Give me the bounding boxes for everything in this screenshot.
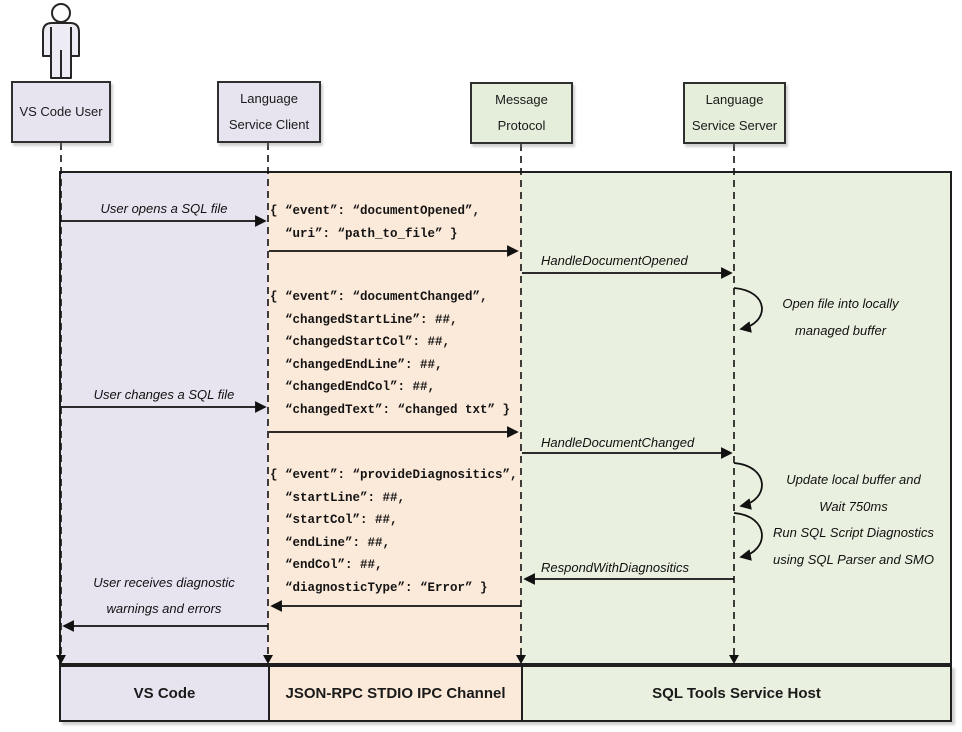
swimlanes <box>59 171 952 665</box>
participant-vscode-user: VS Code User <box>11 81 111 143</box>
system-box-label: JSON-RPC STDIO IPC Channel <box>285 685 506 702</box>
participant-label: Message <box>495 92 548 107</box>
lane-vscode <box>61 173 268 663</box>
participant-message-protocol: Message Protocol <box>470 82 573 144</box>
system-box-service-host: SQL Tools Service Host <box>521 667 950 720</box>
participant-label: Service Server <box>691 118 778 133</box>
participant-label: Protocol <box>497 118 546 133</box>
participant-label: Language <box>705 92 764 107</box>
message-label-handle-document-opened: HandleDocumentOpened <box>541 253 688 268</box>
message-label-handle-document-changed: HandleDocumentChanged <box>541 435 695 450</box>
payload-provide-diagnostics: { “event”: “provideDiagnositics”, “start… <box>270 468 518 595</box>
system-box-label: VS Code <box>133 685 196 702</box>
participant-language-service-client: Language Service Client <box>217 81 321 143</box>
participant-label: Language <box>240 91 298 106</box>
participant-language-service-server: Language Service Server <box>683 82 786 144</box>
message-label-user-opens: User opens a SQL file <box>100 201 228 216</box>
participant-label: VS Code User <box>19 104 103 119</box>
payload-document-opened: { “event”: “documentOpened”, “uri”: “pat… <box>270 204 481 241</box>
note-update-buffer: Update local buffer and Wait 750ms <box>786 472 921 514</box>
payload-document-changed: { “event”: “documentChanged”, “changedSt… <box>270 290 511 417</box>
lane-service-host <box>521 173 950 663</box>
participant-label: Service Client <box>228 117 310 132</box>
message-label-respond-with-diagnostics: RespondWithDiagnositics <box>541 560 690 575</box>
note-open-file: Open file into locally managed buffer <box>782 296 899 338</box>
system-box-vscode: VS Code <box>61 667 268 720</box>
note-run-diagnostics: Run SQL Script Diagnostics using SQL Par… <box>773 525 934 567</box>
system-boxes: VS Code JSON-RPC STDIO IPC Channel SQL T… <box>59 665 952 722</box>
user-actor-icon <box>42 3 80 79</box>
message-label-user-changes: User changes a SQL file <box>93 387 235 402</box>
lane-ipc-channel <box>268 173 521 663</box>
system-box-ipc-channel: JSON-RPC STDIO IPC Channel <box>268 667 521 720</box>
system-box-label: SQL Tools Service Host <box>652 685 821 702</box>
message-label-user-receives: User receives diagnostic warnings and er… <box>93 575 235 616</box>
